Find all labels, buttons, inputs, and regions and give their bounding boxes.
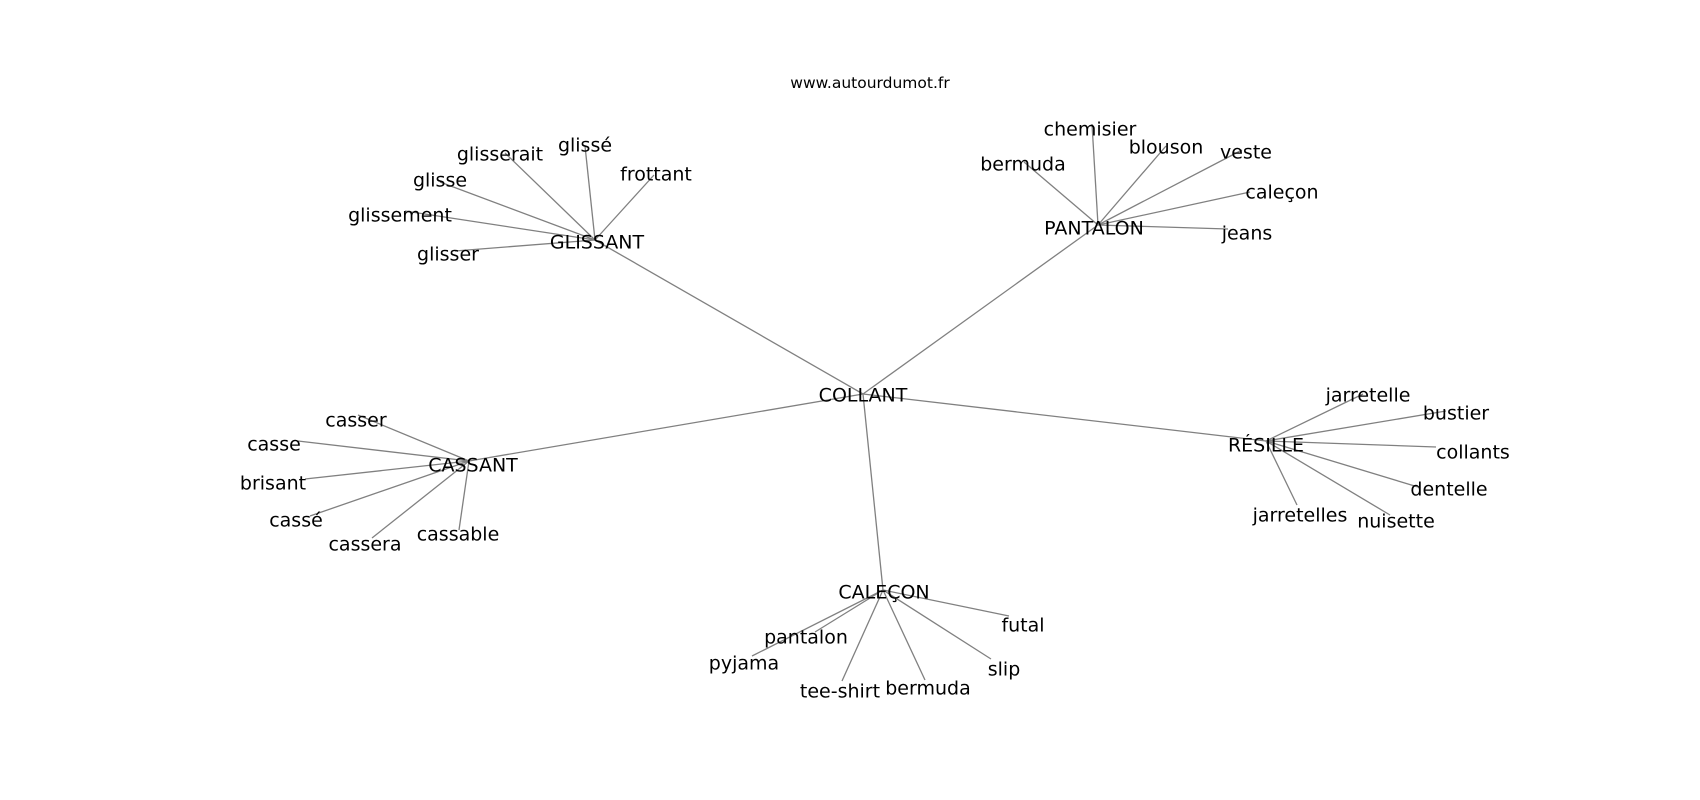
edge-hub-to-leaf	[1023, 161, 1099, 226]
edge-hub-to-leaf	[1265, 440, 1298, 506]
edge-hub-to-leaf	[458, 460, 470, 531]
leaf-node-label[interactable]: cassé	[269, 510, 323, 532]
leaf-node-label[interactable]: glissé	[558, 135, 612, 157]
leaf-node-label[interactable]: futal	[1001, 615, 1044, 637]
edge-hub-to-leaf	[814, 589, 884, 633]
leaf-node-label[interactable]: pyjama	[709, 653, 779, 675]
leaf-node-label[interactable]: glisserait	[457, 144, 543, 166]
leaf-node-label[interactable]: glisser	[417, 244, 479, 266]
edge-hub-to-leaf	[454, 239, 596, 252]
leaf-node-label[interactable]: cassera	[328, 534, 401, 556]
graph-labels: www.autourdumot.fr COLLANT GLISSANT glisse…	[240, 74, 1510, 703]
leaf-node-label[interactable]: pantalon	[764, 627, 848, 649]
leaf-node-label[interactable]: collants	[1436, 442, 1510, 464]
edge-hub-to-leaf	[1265, 440, 1437, 448]
edge-hub-to-leaf	[841, 589, 884, 682]
edge-hub-to-leaf	[504, 152, 596, 241]
edge-center-to-hub	[594, 239, 864, 395]
edge-hub-to-leaf	[1097, 145, 1167, 226]
edge-hub-to-leaf	[404, 210, 596, 241]
edge-hub-to-leaf	[357, 414, 470, 462]
edge-hub-to-leaf	[1097, 191, 1251, 226]
leaf-node-label[interactable]: bustier	[1423, 403, 1489, 425]
edge-hub-to-leaf	[371, 460, 470, 539]
leaf-node-label[interactable]: chemisier	[1044, 119, 1137, 141]
leaf-node-label[interactable]: tee-shirt	[800, 681, 880, 703]
edge-hub-to-leaf	[1097, 224, 1229, 230]
edge-hub-to-leaf	[1265, 440, 1419, 488]
leaf-node-label[interactable]: dentelle	[1410, 479, 1487, 501]
edge-hub-to-leaf	[309, 460, 470, 517]
leaf-node-label[interactable]: brisant	[240, 473, 306, 495]
leaf-node-label[interactable]: jeans	[1221, 223, 1273, 245]
leaf-node-label[interactable]: bermuda	[885, 678, 970, 700]
leaf-node-label[interactable]: caleçon	[1245, 182, 1318, 204]
edge-hub-to-leaf	[1097, 149, 1243, 226]
leaf-node-label[interactable]: casser	[325, 410, 387, 432]
leaf-node-label[interactable]: cassable	[417, 524, 500, 546]
leaf-node-label[interactable]: casse	[247, 434, 301, 456]
hub-node-label[interactable]: GLISSANT	[550, 232, 645, 254]
hub-node-label[interactable]: CALEÇON	[838, 582, 929, 604]
edge-hub-to-leaf	[751, 589, 884, 657]
center-node-label[interactable]: COLLANT	[819, 385, 908, 407]
edge-hub-to-leaf	[1265, 393, 1364, 442]
hub-node-label[interactable]: CASSANT	[428, 455, 518, 477]
leaf-node-label[interactable]: glisse	[413, 170, 467, 192]
leaf-node-label[interactable]: frottant	[620, 164, 692, 186]
leaf-node-label[interactable]: glissement	[348, 205, 452, 227]
edge-center-to-hub	[468, 393, 864, 462]
edge-hub-to-leaf	[882, 589, 992, 660]
leaf-node-label[interactable]: jarretelles	[1252, 505, 1348, 527]
edge-center-to-hub	[862, 393, 884, 591]
edge-center-to-hub	[862, 224, 1099, 395]
edge-hub-to-leaf	[1265, 440, 1391, 516]
source-url[interactable]: www.autourdumot.fr	[790, 74, 950, 92]
leaf-node-label[interactable]: bermuda	[980, 154, 1065, 176]
edge-hub-to-leaf	[1091, 123, 1099, 226]
leaf-node-label[interactable]: nuisette	[1357, 511, 1435, 533]
edge-hub-to-leaf	[882, 589, 926, 681]
edge-hub-to-leaf	[304, 460, 470, 480]
leaf-node-label[interactable]: blouson	[1129, 137, 1204, 159]
edge-hub-to-leaf	[439, 181, 596, 241]
hub-node-label[interactable]: RÉSILLE	[1228, 434, 1304, 457]
leaf-node-label[interactable]: jarretelle	[1325, 385, 1411, 407]
edge-hub-to-leaf	[1265, 410, 1447, 442]
hub-node-label[interactable]: PANTALON	[1044, 218, 1144, 240]
graph-edges	[297, 123, 1447, 682]
edge-hub-to-leaf	[594, 174, 655, 241]
edge-hub-to-leaf	[584, 145, 596, 241]
edge-hub-to-leaf	[882, 589, 1010, 617]
edge-center-to-hub	[862, 393, 1267, 442]
leaf-node-label[interactable]: slip	[988, 659, 1021, 681]
edge-hub-to-leaf	[297, 440, 470, 462]
leaf-node-label[interactable]: veste	[1220, 142, 1272, 164]
